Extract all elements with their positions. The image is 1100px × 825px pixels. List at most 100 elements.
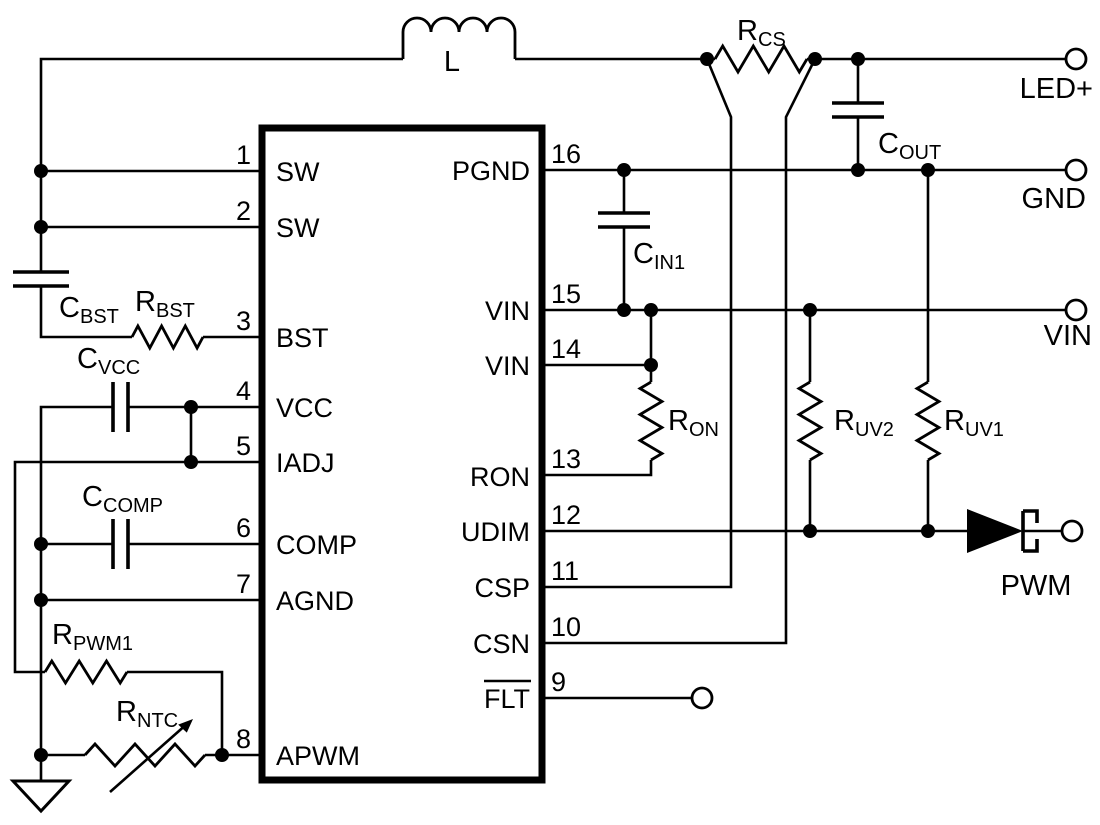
- terminals: [690, 47, 1088, 710]
- label-rbst-sub: BST: [156, 300, 195, 322]
- label-rpwm1: R: [52, 619, 73, 651]
- junction-dot: [921, 524, 935, 538]
- resistor-ruv2-symbol: [796, 380, 824, 462]
- wire-gnd-line: [542, 117, 1066, 382]
- terminal-gnd: [1064, 158, 1088, 182]
- label-rntc: R: [116, 696, 137, 728]
- pin-number: 2: [236, 196, 251, 226]
- label-ruv1: R: [944, 405, 965, 437]
- pin-name-sw1: SW: [276, 157, 320, 187]
- terminal-led-plus: [1064, 47, 1088, 71]
- pin-name-sw2: SW: [276, 213, 320, 243]
- pin-number: 16: [551, 139, 581, 169]
- resistor-ron-symbol: [637, 380, 665, 462]
- pin-name-apwm: APWM: [276, 741, 360, 771]
- ic-pin-labels: 1 2 3 4 5 6 7 8 SW SW BST VCC IADJ COMP …: [236, 139, 581, 771]
- label-ccomp-sub: COMP: [103, 495, 163, 517]
- terminal-flt: [690, 686, 714, 710]
- wire-bst-node: [39, 286, 262, 339]
- junction-dots: [34, 52, 935, 762]
- label-ruv2: R: [834, 405, 855, 437]
- junction-dot: [808, 52, 822, 66]
- pin-name-vcc: VCC: [276, 393, 333, 423]
- junction-dot: [851, 52, 865, 66]
- label-ruv1-sub: UV1: [965, 419, 1004, 441]
- label-inductor: L: [444, 46, 460, 78]
- label-terminal-gnd: GND: [1022, 183, 1086, 215]
- junction-dot: [803, 524, 817, 538]
- component-labels: L R CS C OUT C IN1 R ON R UV2 R UV1 C BS…: [52, 15, 1004, 732]
- junction-dot: [184, 400, 198, 414]
- label-cvcc-sub: VCC: [98, 357, 140, 379]
- pin-name-iadj: IADJ: [276, 448, 335, 478]
- pin-number: 8: [236, 724, 251, 754]
- pin-number: 4: [236, 376, 251, 406]
- pin-name-vin1: VIN: [485, 296, 530, 326]
- label-cout-sub: OUT: [899, 142, 941, 164]
- junction-dot: [851, 163, 865, 177]
- wire-agnd-rail: [39, 405, 262, 781]
- junction-dot: [215, 748, 229, 762]
- wire-vin-line: [542, 170, 1066, 382]
- label-rcs: R: [737, 15, 758, 47]
- rntc-arrow-head: [178, 719, 193, 733]
- resistor-rpwm1-symbol: [43, 658, 129, 686]
- rntc-arrow-shaft: [109, 722, 189, 793]
- pin-name-comp: COMP: [276, 530, 357, 560]
- capacitor-cout-symbol: [832, 101, 884, 119]
- pin-number: 13: [551, 444, 581, 474]
- schottky-diode-symbol: [967, 509, 1023, 553]
- pin-number: 14: [551, 334, 581, 364]
- label-ron: R: [668, 405, 689, 437]
- junction-dot: [644, 358, 658, 372]
- junction-dot: [700, 52, 714, 66]
- resistor-ruv1-symbol: [914, 380, 942, 462]
- pin-number: 15: [551, 279, 581, 309]
- junction-dot: [34, 593, 48, 607]
- junction-dot: [921, 163, 935, 177]
- junction-dot: [34, 220, 48, 234]
- inductor-symbol: [401, 16, 517, 59]
- label-rcs-sub: CS: [758, 29, 786, 51]
- label-cbst: C: [59, 292, 80, 324]
- pin-name-csn: CSN: [473, 629, 530, 659]
- pin-name-bst: BST: [276, 323, 329, 353]
- ground-symbol: [9, 779, 73, 814]
- capacitor-cin1-symbol: [598, 211, 650, 229]
- label-cin1: C: [633, 238, 654, 270]
- capacitor-ccomp-symbol: [111, 519, 130, 569]
- label-cvcc: C: [77, 343, 98, 375]
- label-ccomp: C: [82, 481, 103, 513]
- pin-name-flt: FLT: [484, 684, 530, 714]
- junction-dot: [34, 537, 48, 551]
- schottky-diode-cathode: [1021, 509, 1039, 553]
- junction-dot: [184, 455, 198, 469]
- pin-name-vin2: VIN: [485, 351, 530, 381]
- pin-number: 10: [551, 612, 581, 642]
- junction-dot: [617, 163, 631, 177]
- pin-number: 7: [236, 569, 251, 599]
- junction-dot: [34, 164, 48, 178]
- label-rbst: R: [135, 286, 156, 318]
- resistor-rbst-symbol: [130, 323, 205, 351]
- wire-csn-sense: [542, 58, 817, 645]
- ic-body: [258, 124, 546, 784]
- junction-dot: [803, 303, 817, 317]
- pin-number: 3: [236, 306, 251, 336]
- wire-led-plus-net: [807, 57, 1066, 103]
- junction-dot: [617, 303, 631, 317]
- label-ron-sub: ON: [689, 419, 719, 441]
- wire-udim-line: [542, 460, 1062, 533]
- pin-number: 11: [551, 556, 579, 586]
- label-cout: C: [878, 128, 899, 160]
- wire-iadj-net: [13, 460, 262, 674]
- component-symbols: [9, 16, 1039, 814]
- resistor-rntc-symbol: [83, 741, 207, 769]
- pin-number: 12: [551, 500, 581, 530]
- pin-name-ron: RON: [470, 462, 530, 492]
- label-cin1-sub: IN1: [654, 252, 685, 274]
- pin-name-pgnd: PGND: [452, 156, 530, 186]
- junction-dot: [34, 748, 48, 762]
- label-ruv2-sub: UV2: [855, 419, 894, 441]
